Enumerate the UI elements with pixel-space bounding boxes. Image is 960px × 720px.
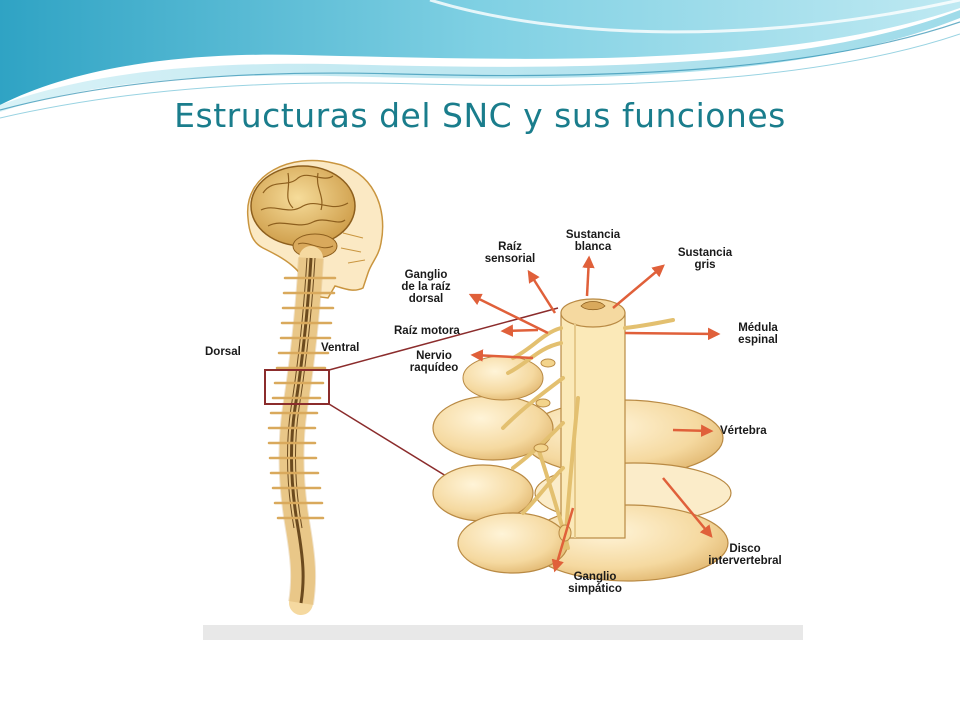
label-ganglio-simpatico: Ganglio simpático <box>568 571 622 595</box>
spinal-column-illustration <box>267 246 337 615</box>
cns-diagram-figure: Dorsal Ventral Raíz sensorial Sustancia … <box>203 148 803 640</box>
label-arrows <box>468 255 721 573</box>
label-dorsal: Dorsal <box>205 346 241 358</box>
label-nervio-raquideo: Nervio raquídeo <box>409 350 459 374</box>
label-ganglio-raiz-dorsal: Ganglio de la raíz dorsal <box>401 269 451 305</box>
figure-bottom-strip <box>203 625 803 640</box>
label-sustancia-gris: Sustancia gris <box>677 247 733 271</box>
cns-diagram-illustration <box>247 159 732 615</box>
label-ventral: Ventral <box>321 342 360 354</box>
label-disco-intervertebral: Disco intervertebral <box>708 543 782 567</box>
label-vertebra: Vértebra <box>720 425 767 437</box>
label-medula-espinal: Médula espinal <box>738 322 778 346</box>
spinal-cord-segment-illustration <box>560 298 626 539</box>
label-raiz-motora: Raíz motora <box>394 325 460 337</box>
brain-illustration <box>250 165 356 259</box>
label-sustancia-blanca: Sustancia blanca <box>565 229 621 253</box>
slide-title: Estructuras del SNC y sus funciones <box>174 96 786 135</box>
label-raiz-sensorial: Raíz sensorial <box>484 241 536 265</box>
header-swoosh-decoration <box>0 0 960 119</box>
